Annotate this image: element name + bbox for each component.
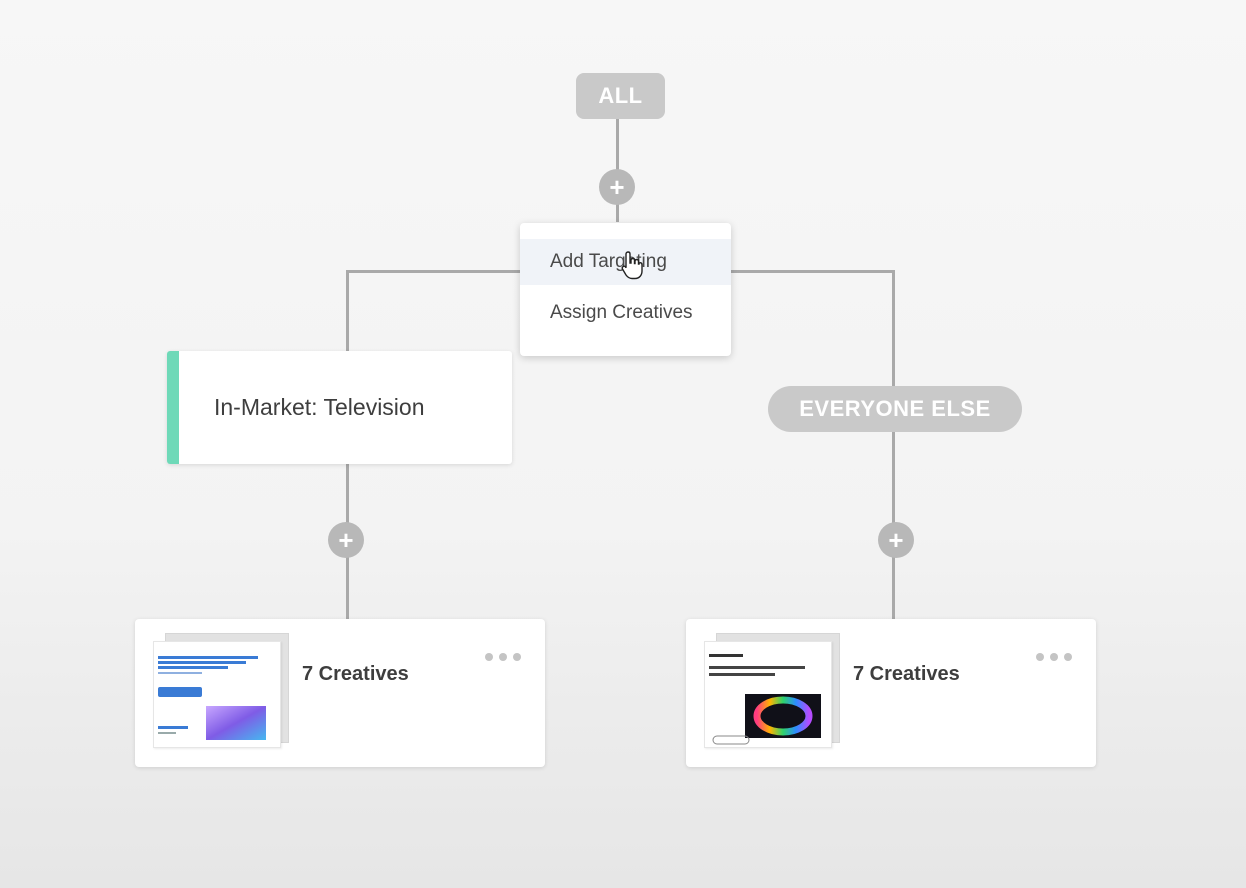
everyone-else-node[interactable]: EVERYONE ELSE	[768, 386, 1022, 432]
add-node-button-left[interactable]: +	[328, 522, 364, 558]
ad-preview-image	[705, 642, 831, 747]
creative-count: 7 Creatives	[302, 663, 409, 685]
plus-icon: +	[888, 525, 904, 555]
menu-item-label: Assign Creatives	[550, 302, 693, 323]
creative-group-card-left[interactable]: 7 Creatives	[135, 619, 545, 767]
connector-left-down	[346, 270, 349, 352]
menu-item-assign-creatives[interactable]: Assign Creatives	[520, 290, 731, 336]
more-dots-icon[interactable]	[1036, 651, 1072, 663]
creative-thumbnail	[704, 641, 832, 748]
hand-cursor-icon	[621, 251, 643, 280]
creative-count: 7 Creatives	[853, 663, 960, 685]
menu-item-label: Add Targeting	[550, 251, 667, 272]
targeting-node-accent	[167, 351, 179, 464]
everyone-else-label: EVERYONE ELSE	[799, 396, 991, 421]
creative-thumbnail	[153, 641, 281, 748]
more-dots-icon[interactable]	[485, 651, 521, 663]
targeting-node-label: In-Market: Television	[214, 394, 425, 420]
add-node-button-right[interactable]: +	[878, 522, 914, 558]
creative-thumbnail-stack	[704, 631, 854, 748]
creative-thumbnail-stack	[153, 631, 303, 748]
connector-right-down	[892, 270, 895, 388]
root-node-all[interactable]: ALL	[576, 73, 665, 119]
plus-icon: +	[609, 172, 625, 202]
root-node-label: ALL	[598, 83, 643, 108]
creative-group-card-right[interactable]: 7 Creatives	[686, 619, 1096, 767]
ad-preview-image	[154, 642, 280, 747]
add-node-button-root[interactable]: +	[599, 169, 635, 205]
add-node-menu: Add Targeting Assign Creatives	[520, 223, 731, 356]
connector-branch-horizontal-right	[731, 270, 895, 273]
targeting-node-in-market-television[interactable]: In-Market: Television	[167, 351, 512, 464]
plus-icon: +	[338, 525, 354, 555]
connector-branch-horizontal-left	[346, 270, 521, 273]
